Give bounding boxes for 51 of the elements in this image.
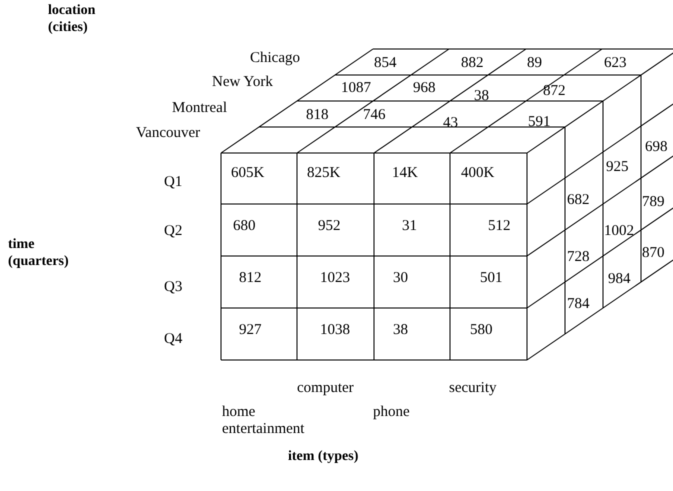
cube-label: 952 (318, 218, 340, 235)
cube-label: 680 (233, 218, 256, 235)
cube-label: 818 (306, 107, 328, 124)
cube-label: 1087 (341, 80, 371, 97)
cube-label: 746 (363, 107, 386, 124)
cube-label: 927 (239, 322, 262, 339)
cube-label: computer (297, 380, 354, 397)
cube-label: 968 (413, 80, 436, 97)
cube-label: Vancouver (136, 125, 200, 142)
cube-label: 623 (604, 55, 626, 72)
cube-label: 1038 (320, 322, 350, 339)
cube-label: 882 (461, 55, 484, 72)
axis-title: location (cities) (48, 2, 96, 36)
cube-label: Q3 (164, 279, 182, 296)
cube-label: 784 (567, 296, 590, 313)
cube-label: 38 (474, 88, 489, 105)
cube-label: 605K (231, 165, 264, 182)
cube-label: 728 (567, 249, 590, 266)
cube-label: 400K (461, 165, 494, 182)
cube-label: 89 (527, 55, 542, 72)
cube-label: 789 (642, 194, 664, 211)
cube-label: 682 (567, 192, 590, 209)
cube-label: 14K (392, 165, 418, 182)
axis-title: item (types) (288, 448, 360, 465)
cube-label: 591 (528, 114, 550, 131)
cube-label: 872 (543, 83, 566, 100)
cube-label: New York (212, 74, 273, 91)
cube-label: Q2 (164, 223, 182, 240)
axis-title: time (quarters) (8, 236, 70, 270)
cube-label: 580 (470, 322, 492, 339)
cube-label: 825K (307, 165, 340, 182)
cube-label: 1002 (604, 223, 634, 240)
cube-label: 925 (606, 159, 628, 176)
cube-label: 38 (393, 322, 408, 339)
category-label: home entertainment (222, 404, 306, 438)
cube-label: 812 (239, 270, 262, 287)
cube-label: Q1 (164, 174, 182, 191)
cube-label: 870 (642, 245, 664, 262)
cube-label: Chicago (250, 50, 300, 67)
cube-label: phone (373, 404, 410, 421)
cube-label: 31 (402, 218, 417, 235)
cube-label: 1023 (320, 270, 350, 287)
cube-label: 698 (645, 139, 668, 156)
cube-label: 512 (488, 218, 510, 235)
cube-label: Q4 (164, 331, 182, 348)
cube-label: 501 (480, 270, 502, 287)
cube-label: 984 (608, 271, 630, 288)
cube-label: security (449, 380, 496, 397)
cube-label: 854 (374, 55, 396, 72)
cube-label: Montreal (172, 100, 227, 117)
cube-label: 30 (393, 270, 408, 287)
